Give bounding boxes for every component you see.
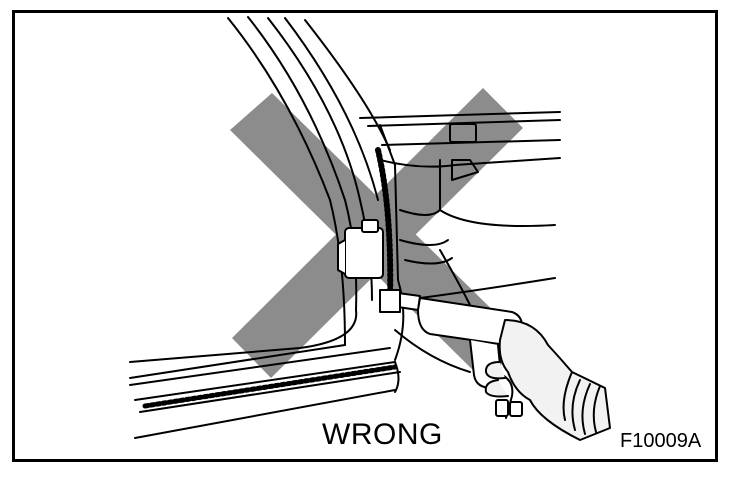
connector-box	[337, 219, 384, 279]
spray-gun	[379, 289, 524, 419]
pillar-seam	[375, 147, 394, 303]
figure-code: F10009A	[620, 430, 702, 452]
gloved-hand	[484, 319, 611, 441]
rocker-panel	[129, 347, 401, 439]
sill-seam	[142, 364, 398, 409]
fender-lower	[394, 329, 471, 373]
door-opening	[129, 309, 358, 379]
fender-panel	[394, 123, 556, 361]
caption-wrong: WRONG	[322, 418, 443, 451]
air-hose	[419, 277, 556, 299]
